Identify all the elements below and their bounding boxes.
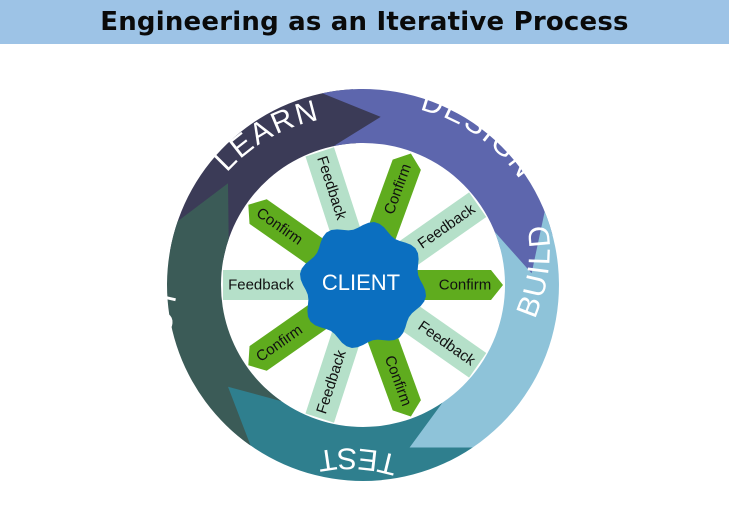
phase-build-arrow: [386, 211, 559, 462]
confirm-arrow: [415, 270, 503, 300]
confirm-arrow: [366, 328, 421, 417]
client-label: CLIENT: [322, 270, 400, 295]
phase-deploy-arrow: [167, 183, 282, 446]
confirm-arrow: [248, 199, 330, 268]
feedback-spoke-3: Feedback: [305, 147, 362, 241]
feedback-bar: [223, 270, 311, 300]
title-bar: Engineering as an Iterative Process: [0, 0, 729, 44]
confirm-spoke-8: Confirm: [366, 328, 421, 417]
confirm-arrow: [248, 302, 330, 371]
feedback-bar: [305, 329, 362, 423]
feedback-bar: [396, 302, 487, 378]
client-blob: [300, 222, 426, 348]
page-title: Engineering as an Iterative Process: [100, 7, 629, 37]
feedback-label: Feedback: [228, 277, 294, 294]
confirm-spoke-6: Confirm: [415, 270, 503, 300]
client-hub: CLIENT: [300, 222, 426, 348]
feedback-spoke-1: Feedback: [223, 270, 311, 300]
phase-build: BUILD: [386, 211, 559, 462]
phase-learn-arrow: [170, 89, 407, 261]
feedback-bar: [305, 147, 362, 241]
phase-design-arrow: [322, 89, 553, 294]
feedback-bar: [396, 192, 487, 268]
phase-test: TEST: [215, 366, 473, 481]
confirm-label: Confirm: [439, 277, 492, 294]
phase-test-label: TEST: [314, 441, 401, 481]
phase-test-arrow: [215, 366, 473, 481]
confirm-arrow: [366, 153, 421, 242]
